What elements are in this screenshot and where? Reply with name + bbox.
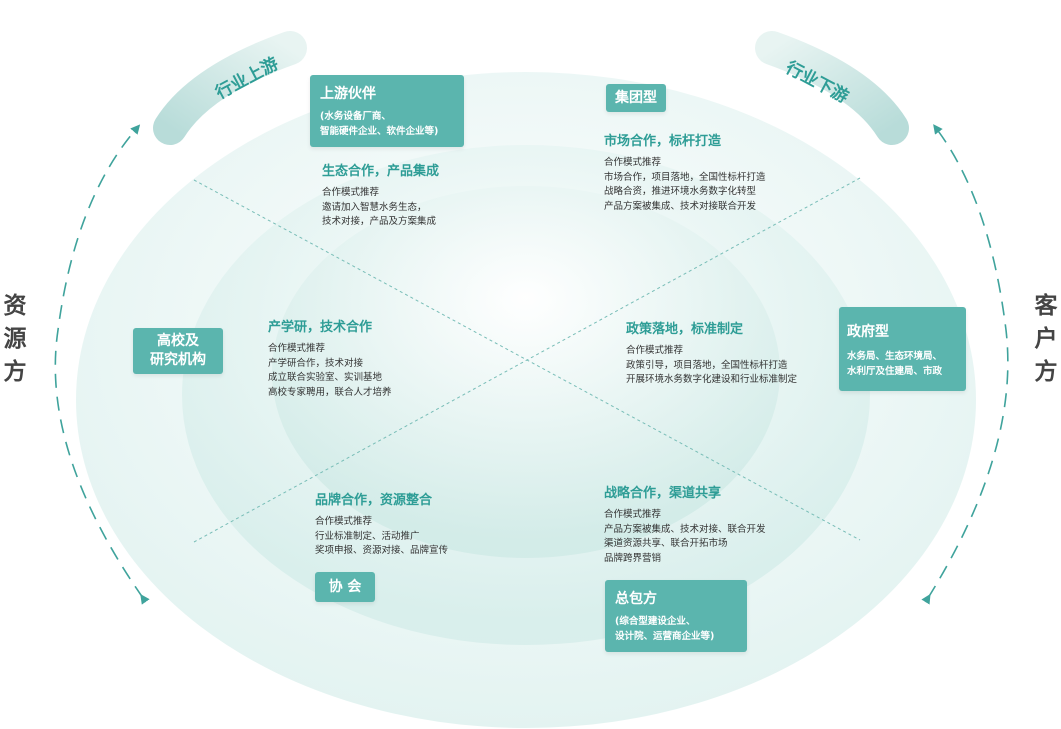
upstream-partner-tag: 上游伙伴 (水务设备厂商、 智能硬件企业、软件企业等) [310, 75, 464, 147]
arc-bars [153, 31, 909, 145]
market-cooperation-block: 市场合作，标杆打造 合作模式推荐 市场合作，项目落地，全国性标杆打造 战略合资，… [604, 130, 766, 214]
strategy-heading: 战略合作，渠道共享 [604, 486, 722, 501]
customer-side-label: 客户方 [1034, 293, 1058, 385]
eco-cooperation-block: 生态合作，产品集成 合作模式推荐 邀请加入智慧水务生态， 技术对接，产品及方案集… [322, 160, 439, 230]
side-arrows [54, 124, 1009, 605]
policy-standard-block: 政策落地，标准制定 合作模式推荐 政策引导，项目落地，全国性标杆打造 开展环境水… [626, 318, 797, 388]
resource-side-label: 资源方 [3, 293, 27, 385]
general-contractor-tag: 总包方 (综合型建设企业、 设计院、运营商企业等) [605, 580, 747, 652]
strategy-cooperation-block: 战略合作，渠道共享 合作模式推荐 产品方案被集成、技术对接、联合开发 渠道资源共… [604, 482, 766, 566]
group-type-tag: 集团型 [606, 84, 666, 112]
policy-heading: 政策落地，标准制定 [626, 322, 744, 337]
research-heading: 产学研，技术合作 [268, 320, 373, 335]
market-heading: 市场合作，标杆打造 [604, 134, 722, 149]
diagonal-dividers [193, 177, 861, 543]
universities-tag: 高校及 研究机构 [133, 328, 223, 374]
association-tag: 协 会 [315, 572, 375, 602]
brand-heading: 品牌合作，资源整合 [315, 493, 433, 508]
concentric-rings [76, 72, 976, 728]
research-cooperation-block: 产学研，技术合作 合作模式推荐 产学研合作，技术对接 成立联合实验室、实训基地 … [268, 316, 392, 400]
government-tag: 政府型 水务局、生态环境局、 水利厅及住建局、市政 [839, 307, 966, 391]
brand-cooperation-block: 品牌合作，资源整合 合作模式推荐 行业标准制定、活动推广 奖项申报、资源对接、品… [315, 489, 448, 559]
eco-heading: 生态合作，产品集成 [322, 164, 440, 179]
